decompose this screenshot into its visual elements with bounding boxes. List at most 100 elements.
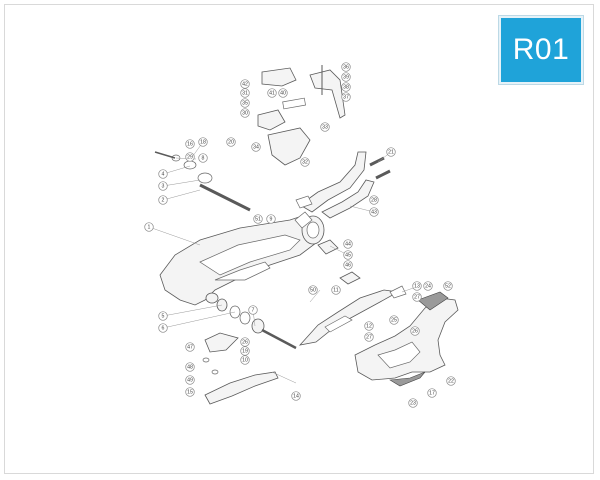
rear-hugger <box>354 291 459 387</box>
callout-21: 21 <box>386 147 396 157</box>
callout-number: 36 <box>343 64 349 70</box>
callout-circle <box>423 281 433 291</box>
callout-number: 5 <box>162 313 165 319</box>
callout-circle <box>251 142 261 152</box>
callout-number: 11 <box>333 287 338 293</box>
callout-number: 4 <box>162 171 165 177</box>
callout-17: 17 <box>427 388 437 398</box>
callout-number: 44 <box>345 241 351 247</box>
callout-number: 34 <box>253 144 259 150</box>
callout-52: 52 <box>443 281 453 291</box>
callout-number: 32 <box>302 159 308 165</box>
callout-circle <box>158 195 168 205</box>
callout-number: 29 <box>187 154 193 160</box>
misc-parts <box>295 195 407 299</box>
callout-number: 26 <box>242 339 248 345</box>
callout-number: 8 <box>202 155 205 161</box>
callout-50: 50 <box>308 285 318 295</box>
callout-circle <box>158 311 168 321</box>
callout-circle <box>185 387 195 397</box>
callout-circle <box>343 250 353 260</box>
callout-circle <box>144 222 154 232</box>
callout-46: 46 <box>343 260 353 270</box>
callout-number: 13 <box>414 283 420 289</box>
callout-number: 31 <box>242 90 248 96</box>
callout-circle <box>364 321 374 331</box>
callout-number: 38 <box>343 84 349 90</box>
callout-number: 28 <box>371 197 377 203</box>
callout-number: 2 <box>162 197 165 203</box>
callout-51: 51 <box>253 214 263 224</box>
callout-number: 18 <box>200 139 206 145</box>
callout-circle <box>341 72 351 82</box>
callout-number: 33 <box>322 124 328 130</box>
callout-number: 1 <box>148 224 151 230</box>
callout-36: 36 <box>341 62 351 72</box>
callout-8: 8 <box>198 153 208 163</box>
callout-13: 13 <box>412 281 422 291</box>
callout-22: 22 <box>446 376 456 386</box>
callout-circle <box>389 315 399 325</box>
callout-number: 40 <box>280 90 286 96</box>
callout-circle <box>158 323 168 333</box>
chain-guard <box>298 289 400 346</box>
callout-33: 33 <box>320 122 330 132</box>
callout-circle <box>369 207 379 217</box>
callout-circle <box>427 388 437 398</box>
callout-number: 20 <box>228 139 234 145</box>
callout-6: 6 <box>158 323 168 333</box>
callout-34: 34 <box>251 142 261 152</box>
callout-circle <box>412 281 422 291</box>
callout-number: 9 <box>270 216 273 222</box>
callout-circle <box>240 108 250 118</box>
callout-number: 10 <box>242 357 248 363</box>
callout-circle <box>343 260 353 270</box>
callout-27: 27 <box>412 292 422 302</box>
callout-4: 4 <box>158 169 168 179</box>
callout-circle <box>386 147 396 157</box>
callout-circle <box>198 153 208 163</box>
callout-circle <box>185 342 195 352</box>
callout-circle <box>341 82 351 92</box>
callout-27: 27 <box>364 332 374 342</box>
callout-circle <box>240 79 250 89</box>
callout-number: 27 <box>366 334 372 340</box>
callout-circle <box>240 346 250 356</box>
callout-30: 30 <box>240 108 250 118</box>
callout-circle <box>158 169 168 179</box>
callout-number: 43 <box>371 209 377 215</box>
callout-circle <box>408 398 418 408</box>
callout-circle <box>240 337 250 347</box>
callout-number: 41 <box>269 90 275 96</box>
callout-26: 26 <box>410 326 420 336</box>
callout-42: 42 <box>240 79 250 89</box>
callout-circle <box>343 239 353 249</box>
callout-circle <box>248 305 258 315</box>
callout-9: 9 <box>266 214 276 224</box>
callout-7: 7 <box>248 305 258 315</box>
callout-16: 16 <box>185 139 195 149</box>
callout-35: 35 <box>240 98 250 108</box>
callout-circle <box>331 285 341 295</box>
callout-number: 26 <box>412 328 418 334</box>
callout-circle <box>185 139 195 149</box>
callout-number: 22 <box>448 378 454 384</box>
callout-number: 3 <box>162 183 165 189</box>
callout-circle <box>341 62 351 72</box>
callout-37: 37 <box>341 92 351 102</box>
lower-parts <box>202 332 279 405</box>
callout-number: 21 <box>388 149 394 155</box>
callout-number: 25 <box>391 317 397 323</box>
swingarm <box>159 214 325 306</box>
callout-5: 5 <box>158 311 168 321</box>
callout-18: 18 <box>198 137 208 147</box>
callout-number: 12 <box>366 323 372 329</box>
callout-circle <box>308 285 318 295</box>
callout-number: 19 <box>242 348 248 354</box>
callout-circle <box>369 195 379 205</box>
callout-number: 14 <box>293 393 299 399</box>
callout-number: 30 <box>242 110 248 116</box>
figure-label: R01 <box>512 33 570 66</box>
callout-38: 38 <box>341 82 351 92</box>
